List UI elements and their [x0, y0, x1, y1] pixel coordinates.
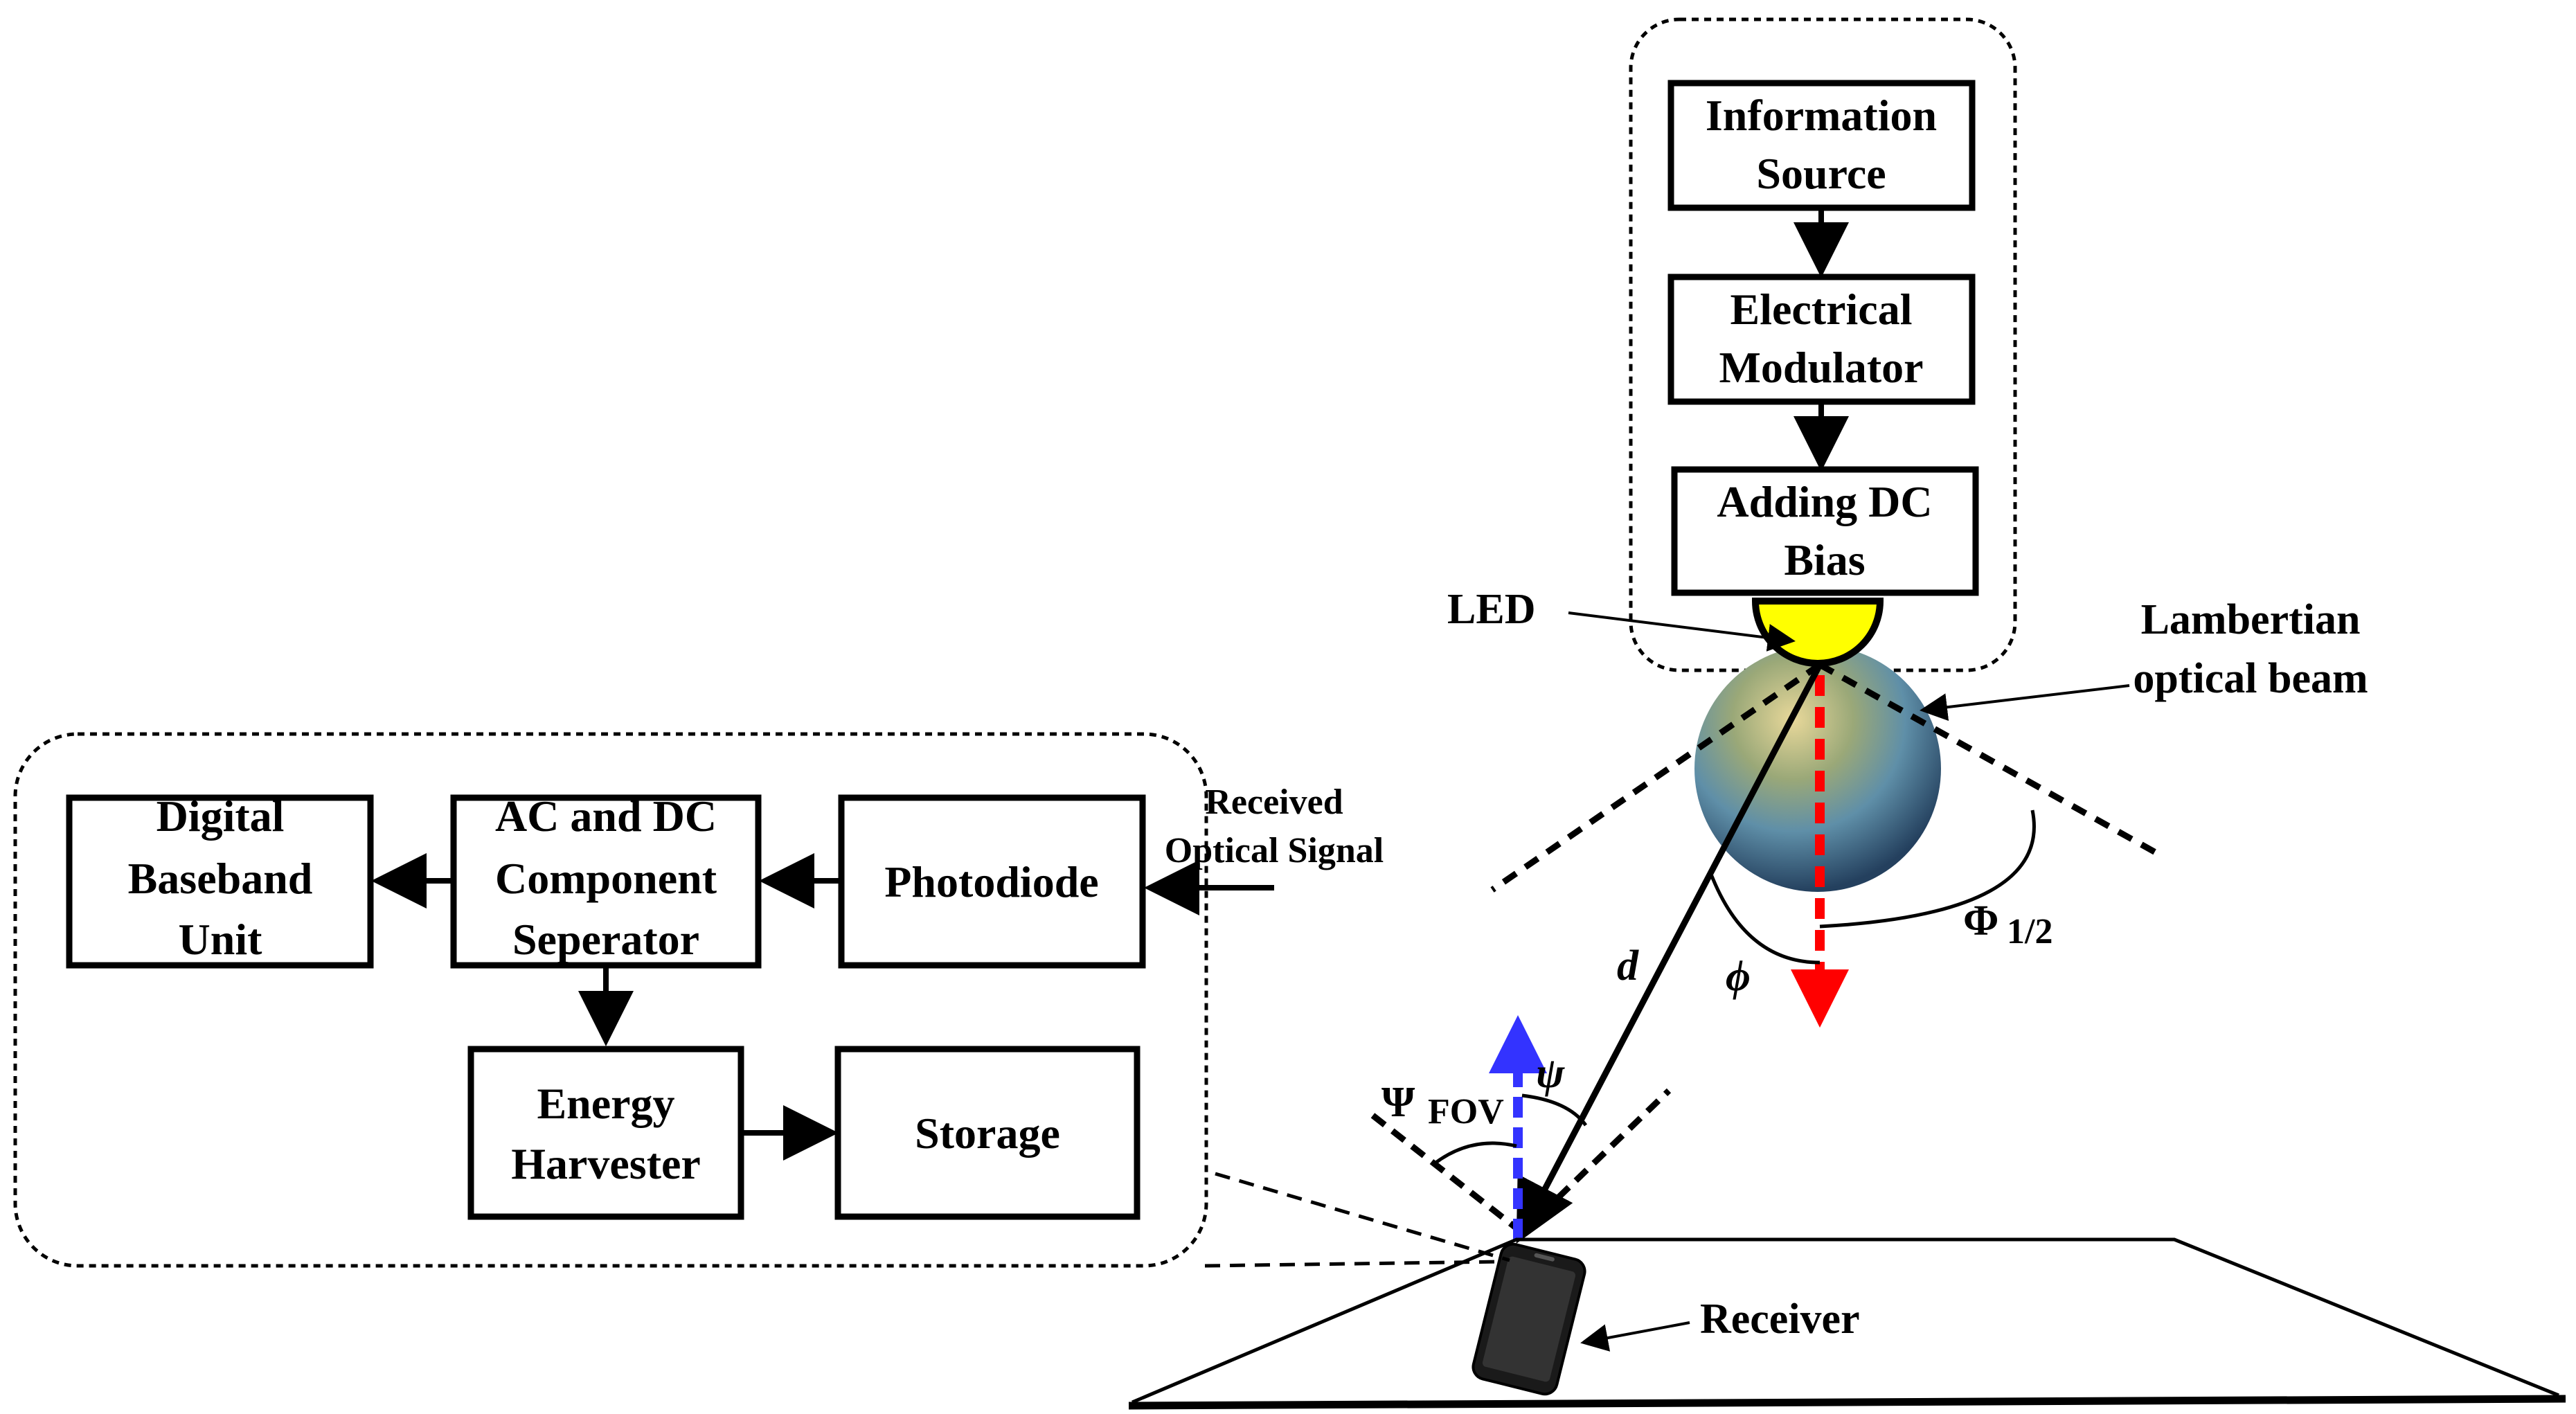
half-power-line-left — [1490, 662, 1822, 893]
ac-dc-separator-line3: Seperator — [512, 915, 699, 964]
adding-dc-bias-line1: Adding DC — [1717, 477, 1932, 526]
fov-line-right — [1519, 1088, 1672, 1235]
incidence-angle-symbol: ψ — [1536, 1050, 1565, 1097]
lambertian-beam-sphere — [1694, 645, 1941, 892]
adding-dc-bias-line2: Bias — [1784, 535, 1865, 584]
photodiode-label: Photodiode — [884, 857, 1098, 906]
half-power-angle-symbol: Φ — [1963, 897, 1998, 945]
floor-front-edge — [1128, 1395, 2566, 1410]
led-label: LED — [1447, 586, 1535, 633]
information-source-line1: Information — [1706, 91, 1937, 140]
storage-block: Storage — [834, 1046, 1141, 1220]
half-power-angle-sub: 1/2 — [2007, 912, 2052, 951]
electrical-modulator-line2: Modulator — [1719, 343, 1923, 392]
energy-harvester-line2: Harvester — [511, 1139, 701, 1188]
phone-receiver-icon — [1472, 1242, 1586, 1396]
receiver-pointer — [1580, 1321, 1690, 1352]
received-signal-line2: Optical Signal — [1165, 831, 1384, 870]
lambertian-label-line2: optical beam — [2133, 655, 2368, 702]
fov-angle-symbol: Ψ — [1381, 1079, 1415, 1126]
receiver-label: Receiver — [1700, 1296, 1860, 1343]
incidence-angle-arc — [1521, 1093, 1588, 1127]
ac-dc-separator-block: AC and DC Component Seperator — [450, 791, 762, 969]
adding-dc-bias-block: Adding DC Bias — [1671, 466, 1979, 596]
energy-harvester-block: Energy Harvester — [467, 1046, 744, 1220]
irradiance-angle-arc — [1708, 872, 1821, 965]
digital-baseband-block: Digital Baseband Unit — [66, 791, 374, 969]
electrical-modulator-block: Electrical Modulator — [1667, 274, 1976, 405]
energy-harvester-line1: Energy — [537, 1079, 674, 1128]
fov-angle-arc — [1433, 1141, 1517, 1165]
lambertian-label-line1: Lambertian — [2141, 596, 2361, 643]
digital-baseband-line3: Unit — [179, 915, 263, 964]
fov-line-left — [1366, 1109, 1524, 1235]
storage-label: Storage — [915, 1109, 1060, 1158]
ac-dc-separator-line2: Component — [495, 854, 717, 903]
ac-dc-separator-line1: AC and DC — [495, 791, 717, 841]
information-source-block: Information Source — [1667, 80, 1976, 211]
half-power-line-right — [1818, 662, 2163, 858]
received-signal-line1: Received — [1205, 782, 1343, 822]
led-pointer — [1568, 611, 1796, 652]
distance-line — [1516, 663, 1823, 1244]
digital-baseband-line1: Digital — [156, 791, 285, 841]
zoom-line-top — [1215, 1172, 1510, 1262]
lambertian-pointer — [1920, 684, 2130, 722]
half-power-angle-arc — [1819, 809, 2036, 929]
floor-plane — [1132, 1237, 2559, 1404]
fov-angle-sub: FOV — [1428, 1092, 1504, 1131]
information-source-line2: Source — [1756, 149, 1886, 198]
photodiode-block: Photodiode — [838, 794, 1146, 969]
digital-baseband-line2: Baseband — [128, 854, 313, 903]
distance-symbol: d — [1617, 942, 1639, 990]
electrical-modulator-line1: Electrical — [1730, 285, 1913, 334]
irradiance-angle-symbol: ϕ — [1726, 953, 1751, 1000]
